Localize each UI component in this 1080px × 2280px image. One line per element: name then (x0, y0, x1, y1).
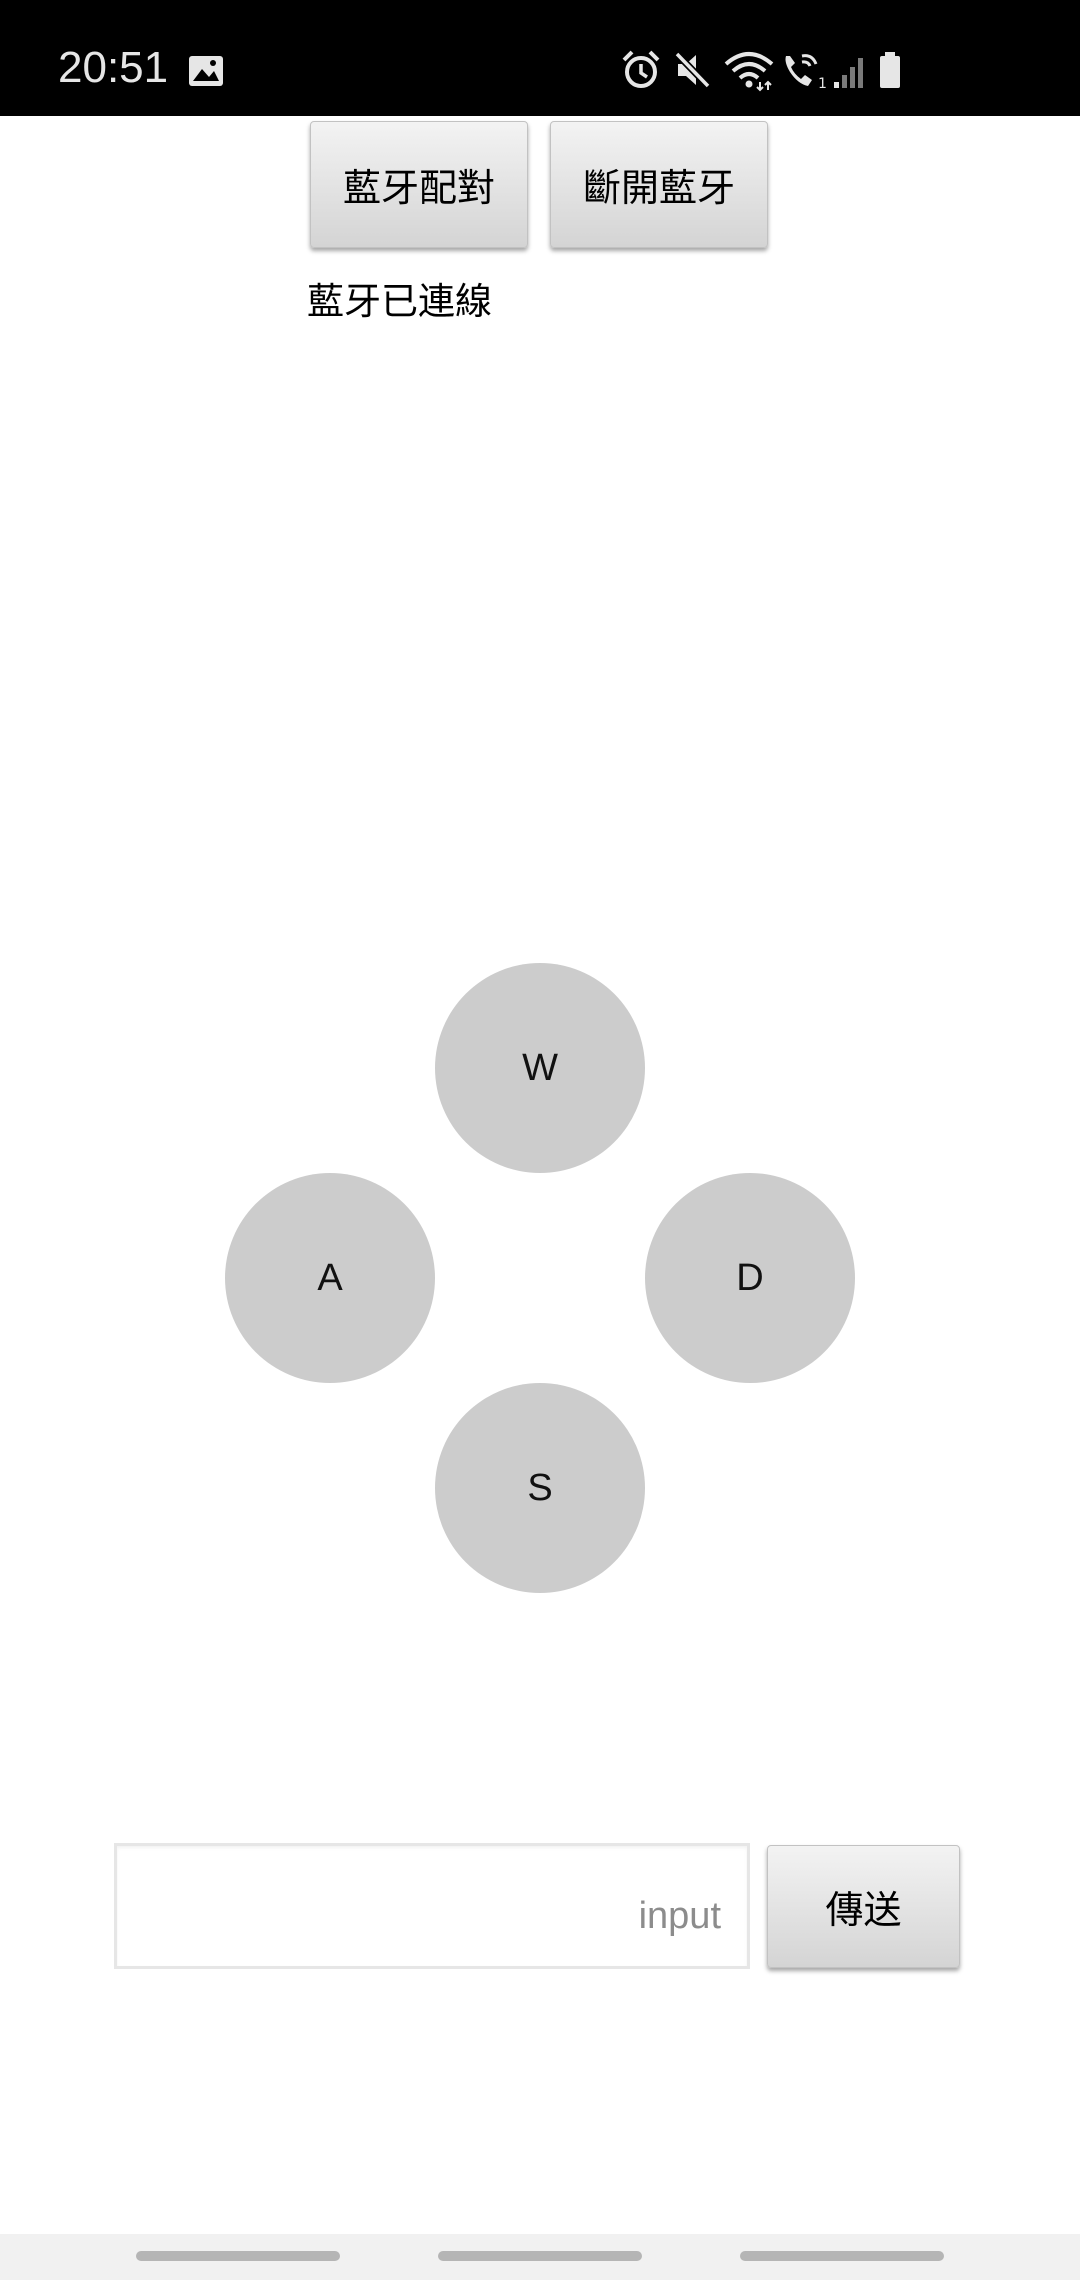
dpad-right-label: D (736, 1256, 764, 1299)
wifi-calling-icon: 1 (785, 54, 827, 92)
dpad-up-label: W (522, 1046, 558, 1089)
dpad-down-label: S (527, 1466, 553, 1509)
alarm-icon (622, 50, 660, 88)
bluetooth-disconnect-label: 斷開藍牙 (582, 166, 735, 210)
nav-back-handle[interactable] (740, 2251, 944, 2261)
svg-text:1: 1 (818, 76, 827, 92)
status-bar: 20:51 1 (0, 0, 1080, 116)
signal-icon (834, 58, 863, 88)
bluetooth-pair-button[interactable]: 藍牙配對 (310, 121, 528, 248)
battery-icon (880, 52, 900, 88)
wifi-icon (724, 52, 774, 92)
message-input[interactable] (114, 1843, 750, 1969)
connection-status-label: 藍牙已連線 (307, 280, 492, 323)
gallery-icon (189, 56, 223, 86)
bluetooth-pair-label: 藍牙配對 (342, 166, 495, 210)
send-label: 傳送 (825, 1888, 902, 1932)
dpad-down-button[interactable]: S (435, 1383, 645, 1593)
status-time: 20:51 (58, 43, 169, 92)
dpad-left-label: A (317, 1256, 343, 1299)
send-button[interactable]: 傳送 (767, 1845, 960, 1968)
dpad-right-button[interactable]: D (645, 1173, 855, 1383)
bluetooth-disconnect-button[interactable]: 斷開藍牙 (550, 121, 768, 248)
navigation-bar (0, 2234, 1080, 2280)
nav-home-handle[interactable] (438, 2251, 642, 2261)
dpad-left-button[interactable]: A (225, 1173, 435, 1383)
dpad-up-button[interactable]: W (435, 963, 645, 1173)
nav-recents-handle[interactable] (136, 2251, 340, 2261)
mute-icon (674, 51, 711, 89)
